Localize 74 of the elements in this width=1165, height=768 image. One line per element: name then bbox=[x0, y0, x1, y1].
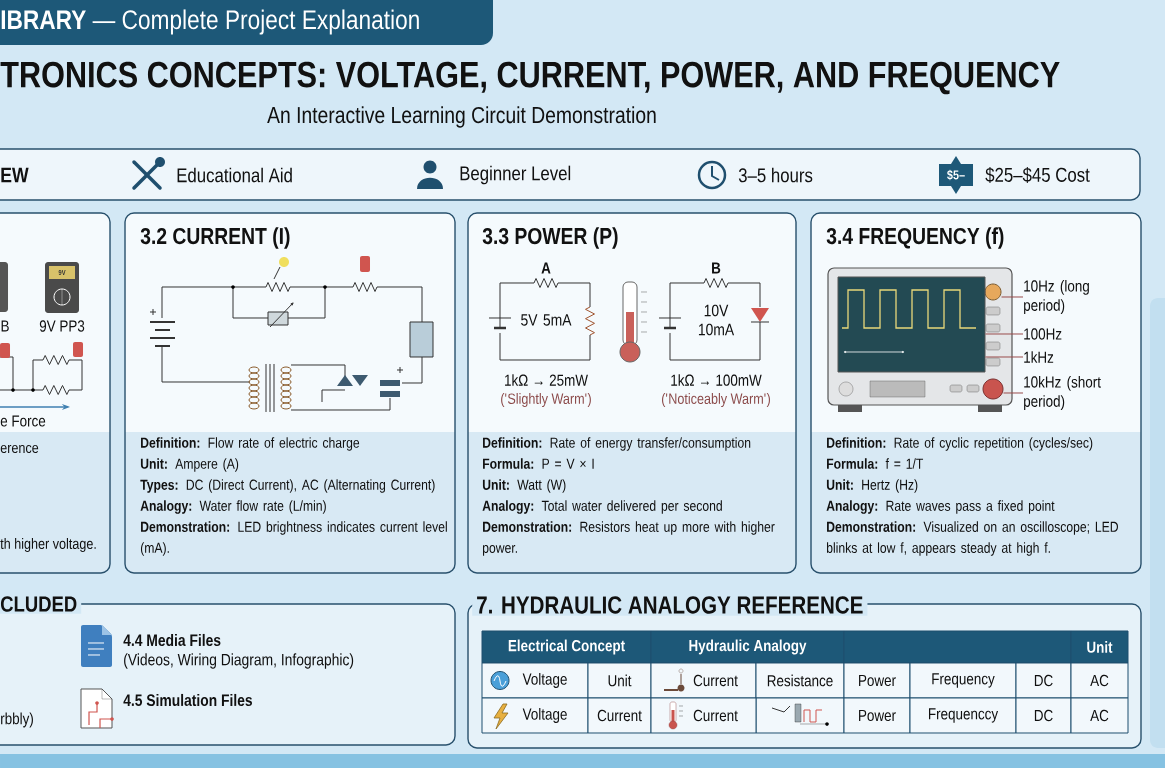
section-heading: EW bbox=[1, 167, 29, 183]
table-cell: AC bbox=[1070, 662, 1129, 699]
table-cell: Frequenccy bbox=[909, 697, 1017, 734]
knob bbox=[982, 378, 1004, 400]
table-cell: Current bbox=[650, 662, 757, 699]
overview-item: $25–$45 Cost bbox=[985, 166, 1090, 184]
property-line: Demonstration: LED brightness indicates current level (mA). bbox=[140, 521, 447, 556]
card-heading: 3.4 FREQUENCY (f) bbox=[826, 227, 1004, 249]
subtitle: An Interactive Learning Circuit Demonstration bbox=[267, 106, 656, 128]
callout-label: 10kHz (short period) bbox=[1024, 375, 1101, 411]
section-heading: 7. HYDRAULIC ANALOGY REFERENCE bbox=[477, 596, 863, 614]
property-line: Definition: Flow rate of electric charge bbox=[141, 437, 360, 451]
table-cell: DC bbox=[1015, 697, 1072, 734]
card-heading: 3.3 POWER (P) bbox=[482, 227, 618, 249]
file-description: rbbly) bbox=[1, 712, 33, 728]
callout-label: 100Hz bbox=[1024, 328, 1062, 340]
table-cell: Current bbox=[650, 697, 757, 734]
table-cell: Voltage bbox=[481, 697, 589, 734]
file-description: (Videos, Wiring Diagram, Infographic) bbox=[124, 653, 354, 669]
table-header-cell: Unit bbox=[1070, 630, 1129, 664]
property-line: Types: DC (Direct Current), AC (Alternating Current) bbox=[140, 479, 435, 493]
table-cell: AC bbox=[1070, 697, 1129, 734]
power-result: 1kΩ → 100mW bbox=[671, 374, 762, 386]
oscilloscope-screen bbox=[837, 276, 986, 373]
property-line: Demonstration: Visualized on an oscilloscope; LED blinks at low f, appears steady at high f. bbox=[827, 521, 1118, 556]
table-cell: Power bbox=[843, 662, 911, 699]
table-cell: Frequency bbox=[909, 662, 1017, 699]
knob bbox=[984, 283, 1002, 301]
file-title: 4.5 Simulation Files bbox=[123, 693, 253, 707]
property-line: Definition: Rate of energy transfer/consumption bbox=[483, 437, 751, 451]
leader-line bbox=[1001, 296, 1024, 298]
property-line: Analogy: Water flow rate (L/min) bbox=[140, 500, 326, 514]
circuit-values: 5V 5mA bbox=[521, 314, 572, 326]
table-cell: DC bbox=[1015, 662, 1072, 699]
circuit-label: B bbox=[712, 262, 721, 274]
overview-item: Educational Aid bbox=[177, 167, 292, 183]
property-line: Unit: Ampere (A) bbox=[140, 458, 239, 472]
callout-label: 1kHz bbox=[1024, 351, 1054, 363]
property-line: Definition: Rate of cyclic repetition (cycles/sec) bbox=[827, 437, 1093, 451]
battery-label: B bbox=[1, 320, 9, 332]
leader-line bbox=[985, 333, 1024, 335]
property-line: Analogy: Rate waves pass a fixed point bbox=[826, 500, 1055, 514]
property-line: erence bbox=[0, 444, 39, 454]
leader-line bbox=[1003, 392, 1024, 394]
callout-label: 10Hz (long period) bbox=[1024, 279, 1089, 315]
property-line: Formula: f = 1/T bbox=[827, 458, 924, 469]
property-line: Unit: Hertz (Hz) bbox=[826, 479, 918, 493]
leader-line bbox=[985, 356, 1024, 358]
banner-text: IBRARY — Complete Project Explanation bbox=[1, 9, 419, 35]
table-cell: Power bbox=[843, 697, 911, 734]
table-header-cell: Hydraulic Analogy bbox=[650, 630, 845, 664]
table-cell: Resistance bbox=[755, 662, 845, 699]
property-line: th higher voltage. bbox=[0, 538, 96, 552]
property-line: Demonstration: Resistors heat up more with higher power. bbox=[483, 521, 775, 556]
table-cell: Current bbox=[587, 697, 652, 734]
card-heading: 3.2 CURRENT (I) bbox=[140, 227, 290, 249]
arrow-caption: e Force bbox=[0, 415, 46, 427]
property-line: Formula: P = V × I bbox=[483, 458, 594, 469]
heat-note: ('Slightly Warm') bbox=[501, 393, 591, 407]
battery-label: 9V PP3 bbox=[39, 320, 85, 332]
circuit-values: 10V 10mA bbox=[698, 304, 735, 336]
circuit-label: A bbox=[541, 262, 551, 274]
property-line: Analogy: Total water delivered per second bbox=[482, 500, 722, 514]
table-cell: Unit bbox=[587, 662, 652, 699]
table-header-cell: Electrical Concept bbox=[481, 630, 652, 664]
title: TRONICS CONCEPTS: VOLTAGE, CURRENT, POWER, AND FREQUENCY bbox=[0, 61, 1060, 95]
property-line: Unit: Watt (W) bbox=[482, 479, 566, 493]
section-heading: CLUDED bbox=[0, 596, 77, 612]
table-cell: Voltage bbox=[481, 662, 589, 699]
overview-item: Beginner Level bbox=[460, 165, 571, 185]
overview-item: 3–5 hours bbox=[738, 167, 813, 183]
file-title: 4.4 Media Files bbox=[123, 633, 221, 647]
power-result: 1kΩ → 25mW bbox=[505, 374, 588, 386]
heat-note: ('Noticeably Warm') bbox=[662, 393, 770, 407]
